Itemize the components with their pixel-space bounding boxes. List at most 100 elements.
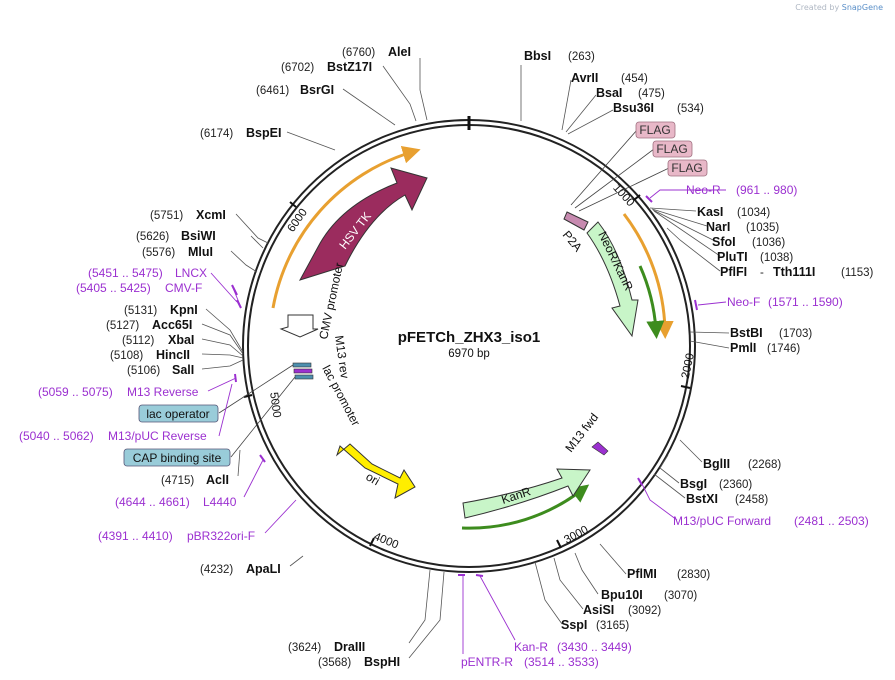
cap-site-text: CAP binding site xyxy=(133,451,222,465)
enzyme-bstz17i-pos: (6702) xyxy=(281,62,314,74)
enzyme-sali-name: SalI xyxy=(172,363,194,377)
enzyme-mlui-pos: (5576) xyxy=(142,247,175,259)
enzyme-bspei-name: BspEI xyxy=(246,126,281,140)
enzyme-bsiwi-name: BsiWI xyxy=(181,229,216,243)
primer-l4440-range: (4644 .. 4661) xyxy=(115,495,190,509)
enzyme-acli-pos: (4715) xyxy=(161,475,194,487)
primer-cmvf-range: (5405 .. 5425) xyxy=(76,281,151,295)
primer-m13r-range: (5059 .. 5075) xyxy=(38,385,113,399)
flag2-box xyxy=(652,140,693,158)
enzyme-mlui-name: MluI xyxy=(188,245,213,259)
enzyme-bbsi-pos: (263) xyxy=(568,51,595,63)
enzyme-bsiwi-pos: (5626) xyxy=(136,231,169,243)
enzyme-bglii-pos: (2268) xyxy=(748,459,781,471)
enzyme-bsrgi-pos: (6461) xyxy=(256,85,289,97)
flag1-box xyxy=(635,121,676,139)
flag3-box xyxy=(667,159,708,177)
enzyme-draiii-pos: (3624) xyxy=(288,642,321,654)
tick-label-2000: 2000 xyxy=(680,352,697,380)
enzyme-bsai-pos: (475) xyxy=(638,88,665,100)
ori-feature xyxy=(335,443,416,499)
primer-m13puc-rev-name: M13/pUC Reverse xyxy=(108,429,207,443)
primer-lncx-range: (5451 .. 5475) xyxy=(88,266,163,280)
enzyme-pmli-name: PmlI xyxy=(730,341,756,355)
primer-kanr-name: Kan-R xyxy=(514,640,548,654)
enzyme-asisi-name: AsiSI xyxy=(583,603,614,617)
neor-feature xyxy=(586,221,639,338)
enzyme-hincii-pos: (5108) xyxy=(110,350,143,362)
flag2-leader xyxy=(574,148,655,209)
plasmid-name: pFETCh_ZHX3_iso1 xyxy=(398,329,541,346)
primer-m13puc-fwd-range: (2481 .. 2503) xyxy=(794,514,869,528)
tick-marks xyxy=(243,194,691,549)
enzyme-xbai-name: XbaI xyxy=(168,333,194,347)
primer-lncx-name: LNCX xyxy=(175,266,207,280)
m13-rev-mark xyxy=(293,368,313,374)
primer-m13puc-rev-range: (5040 .. 5062) xyxy=(19,429,94,443)
enzyme-kasi-pos: (1034) xyxy=(737,207,770,219)
tick-label-3000: 3000 xyxy=(562,524,590,547)
enzyme-sali-pos: (5106) xyxy=(127,365,160,377)
snapgene-credit: Created by SnapGene xyxy=(795,3,883,12)
enzyme-bsgi-name: BsgI xyxy=(680,477,707,491)
plasmid-size: 6970 bp xyxy=(448,348,490,360)
enzyme-sfoi-pos: (1036) xyxy=(752,237,785,249)
lac-operator-leader xyxy=(218,364,294,414)
tick-label-4000: 4000 xyxy=(372,531,400,552)
enzyme-tth111i-name: Tth111I xyxy=(773,265,815,279)
enzyme-apali-name: ApaLI xyxy=(246,562,281,576)
enzyme-bsgi-pos: (2360) xyxy=(719,479,752,491)
enzyme-kasi-name: KasI xyxy=(697,205,723,219)
orf-arc-neor-green xyxy=(638,265,665,339)
kanr-feature xyxy=(462,468,591,519)
orf-arc-hsvtk xyxy=(271,145,421,309)
enzyme-bsrgi-name: BsrGI xyxy=(300,83,334,97)
orf-arc-kanr xyxy=(461,484,590,530)
enzyme-pluti-name: PluTI xyxy=(717,250,748,264)
ori-label: ori xyxy=(364,469,383,488)
primer-cmvf-name: CMV-F xyxy=(165,281,202,295)
lac-operator-mark xyxy=(292,362,312,368)
enzyme-pluti-pos: (1038) xyxy=(760,252,793,264)
flag1-leader xyxy=(570,129,638,206)
enzyme-bstbi-name: BstBI xyxy=(730,326,763,340)
credit-prefix: Created by xyxy=(795,3,840,12)
primer-neof-name: Neo-F xyxy=(727,295,760,309)
enzyme-nari-name: NarI xyxy=(706,220,730,234)
p2a-feature xyxy=(563,211,589,231)
enzyme-bstxi-pos: (2458) xyxy=(735,494,768,506)
orf-arc-neor-orange xyxy=(622,213,674,339)
enzyme-pflmi-name: PflMI xyxy=(627,567,657,581)
enzyme-pmli-pos: (1746) xyxy=(767,343,800,355)
enzyme-bpu10i-pos: (3070) xyxy=(664,590,697,602)
enzyme-sspi-pos: (3165) xyxy=(596,620,629,632)
enzyme-sfoi-name: SfoI xyxy=(712,235,736,249)
flag2-label: FLAG xyxy=(656,142,687,156)
primer-pbr322-name: pBR322ori-F xyxy=(187,529,255,543)
primer-neor-name: Neo-R xyxy=(686,183,721,197)
flag3-label: FLAG xyxy=(671,161,702,175)
primer-l4440-name: L4440 xyxy=(203,495,237,509)
primer-leader-lines xyxy=(207,189,727,654)
enzyme-xcmi-pos: (5751) xyxy=(150,210,183,222)
m13-fwd-mark xyxy=(591,441,609,456)
enzyme-bsphi-name: BspHI xyxy=(364,655,400,669)
enzyme-hincii-name: HincII xyxy=(156,348,190,362)
flag3-leader xyxy=(578,167,670,212)
snapgene-brand: SnapGene xyxy=(841,3,883,12)
enzyme-bglii-name: BglII xyxy=(703,457,730,471)
enzyme-pflfi-name: PflFI xyxy=(720,265,747,279)
enzyme-bpu10i-name: Bpu10I xyxy=(601,588,643,602)
enzyme-draiii-name: DraIII xyxy=(334,640,365,654)
cmv-promoter-feature xyxy=(279,314,319,338)
p2a-label: P2A xyxy=(560,228,585,254)
lac-operator-box xyxy=(138,404,219,423)
enzyme-avrii-pos: (454) xyxy=(621,73,648,85)
enzyme-bstz17i-name: BstZ17I xyxy=(327,60,372,74)
enzyme-xbai-pos: (5112) xyxy=(122,335,155,347)
enzyme-pflfi-sep: - xyxy=(760,267,764,279)
lac-operator-text: lac operator xyxy=(146,407,209,421)
primer-m13puc-fwd-name: M13/pUC Forward xyxy=(673,514,771,528)
enzyme-asisi-pos: (3092) xyxy=(628,605,661,617)
